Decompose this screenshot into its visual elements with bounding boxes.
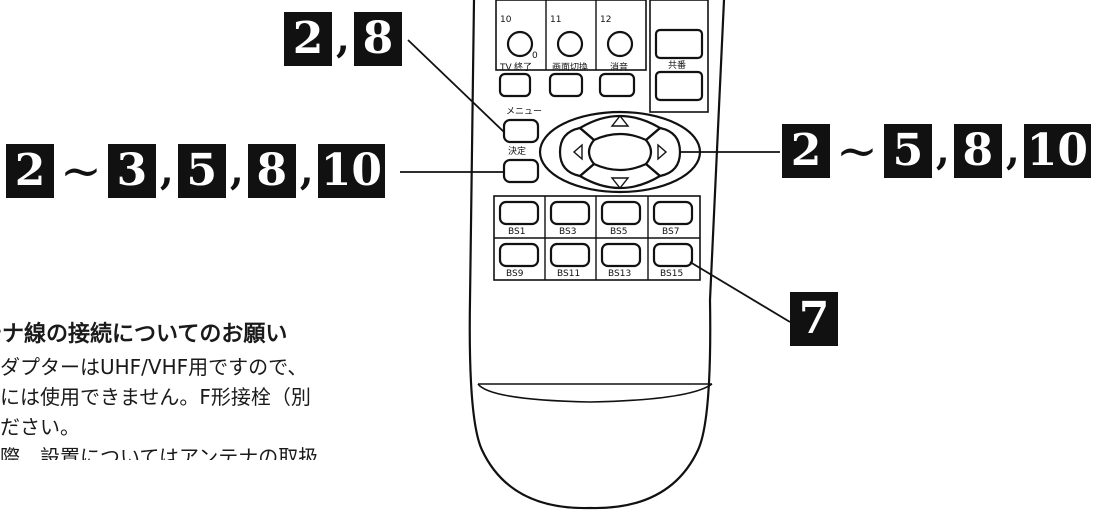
callout-right-tilde: ~ [836,122,878,180]
callout-right-comma-2: , [1005,127,1020,174]
remote-cover-curve [477,383,713,403]
dpad-down-arrow [610,177,630,190]
bs3-button [549,200,591,226]
bs13-button [600,242,642,268]
key-tv [498,72,532,98]
key-12-label: 12 [600,15,611,25]
callout-right-comma-1: , [935,127,950,174]
enter-label: 決定 [508,145,526,157]
key-tv-label: TV [499,63,512,73]
note-line-4: 際、設置についてはアンテナの取扱 [0,445,319,460]
antenna-note: テナ線の接続についてのお願い ダプターはUHF/VHF用ですので、 には使用でき… [0,318,430,460]
callout-right-step-5: 5 [883,124,932,178]
key-screen [598,72,636,98]
bs1-label: BS1 [508,227,525,237]
key-11-label: 11 [550,15,561,25]
bs9-label: BS9 [506,269,524,279]
leader-top [407,39,505,133]
callout-top-comma: , [336,15,350,62]
ch-down-button [654,70,704,102]
callout-left-step-5: 5 [177,144,226,198]
callout-top: 2 , 8 [284,12,402,66]
enter-button [502,158,540,184]
bs5-label: BS5 [610,227,627,237]
callout-right-step-2: 2 [782,124,830,178]
dpad-down [578,162,662,190]
callout-left-step-3: 3 [107,144,156,198]
note-line-1: ダプターはUHF/VHF用ですので、 [0,355,308,379]
callout-left-tilde: ~ [60,142,102,200]
callout-right-step-8: 8 [953,124,1002,178]
key-end [548,72,584,98]
bs15-label: BS15 [660,269,683,279]
dpad-ring [538,110,702,194]
bs7-label: BS7 [662,227,679,237]
callout-right: 2 ~ 5 , 8 , 10 [782,122,1092,180]
callout-top-step-2: 2 [284,12,332,66]
bs9-button [498,242,540,268]
callout-left-step-8: 8 [247,144,296,198]
key-mute-label: 消音 [610,61,628,73]
channel-label: 共番 [668,59,686,71]
dpad-right-arrow [657,143,668,161]
key-10-label: 10 [500,15,512,25]
bs11-label: BS11 [557,269,580,279]
key-12 [606,30,634,58]
callout-left: 2 ~ 3 , 5 , 8 , 10 [6,144,385,198]
callout-top-step-8: 8 [353,12,402,66]
remote-body-outline [468,0,726,510]
key-10-sublabel: 0 [532,51,538,61]
bs13-label: BS13 [608,269,631,279]
bs7-button [652,200,694,226]
bs11-button [549,242,591,268]
callout-left-step-10: 10 [317,144,385,198]
callout-left-step-2: 2 [6,144,54,198]
leader-bottom [689,261,791,323]
callout-bottom: 7 [790,292,838,346]
dpad-up [578,114,662,142]
bs5-button [600,200,642,226]
callout-bottom-step-7: 7 [790,292,838,346]
bs15-button [652,242,694,268]
channel-block [649,0,709,113]
note-line-2: には使用できません。F形接栓（別 [0,385,311,409]
callout-left-comma-2: , [229,147,244,194]
menu-label: メニュー [506,107,542,117]
dpad-up-arrow [610,114,630,127]
note-line-3: ださい。 [0,415,80,439]
callout-left-comma-1: , [159,147,174,194]
menu-button [502,118,540,144]
bs1-button [498,200,540,226]
ch-up-button [654,28,704,60]
key-area-top [495,0,647,71]
dpad-left [558,126,596,178]
note-title: テナ線の接続についてのお願い [0,322,288,347]
callout-right-step-10: 10 [1023,124,1092,178]
bs3-label: BS3 [559,227,576,237]
key-10 [506,30,534,58]
key-screen-label: 画面切換 [552,61,588,73]
dpad-right [644,126,682,178]
dpad-left-arrow [572,143,583,161]
callout-left-comma-3: , [299,147,314,194]
key-end-label: 終了 [514,61,532,73]
key-11 [556,30,584,58]
